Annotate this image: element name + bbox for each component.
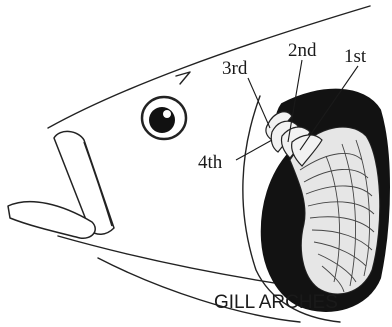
- pupil: [149, 107, 175, 133]
- mouth: [8, 131, 114, 238]
- label-3rd: 3rd: [222, 58, 248, 79]
- eye-highlight: [163, 110, 171, 118]
- leader-3rd: [248, 78, 270, 128]
- dorsal-notch: [176, 72, 190, 84]
- leader-4th: [236, 140, 272, 160]
- label-2nd: 2nd: [288, 40, 317, 61]
- label-4th: 4th: [198, 152, 223, 173]
- label-1st: 1st: [344, 46, 367, 67]
- caption-gill-arches: GILL ARCHES: [214, 292, 338, 313]
- eye: [142, 97, 186, 139]
